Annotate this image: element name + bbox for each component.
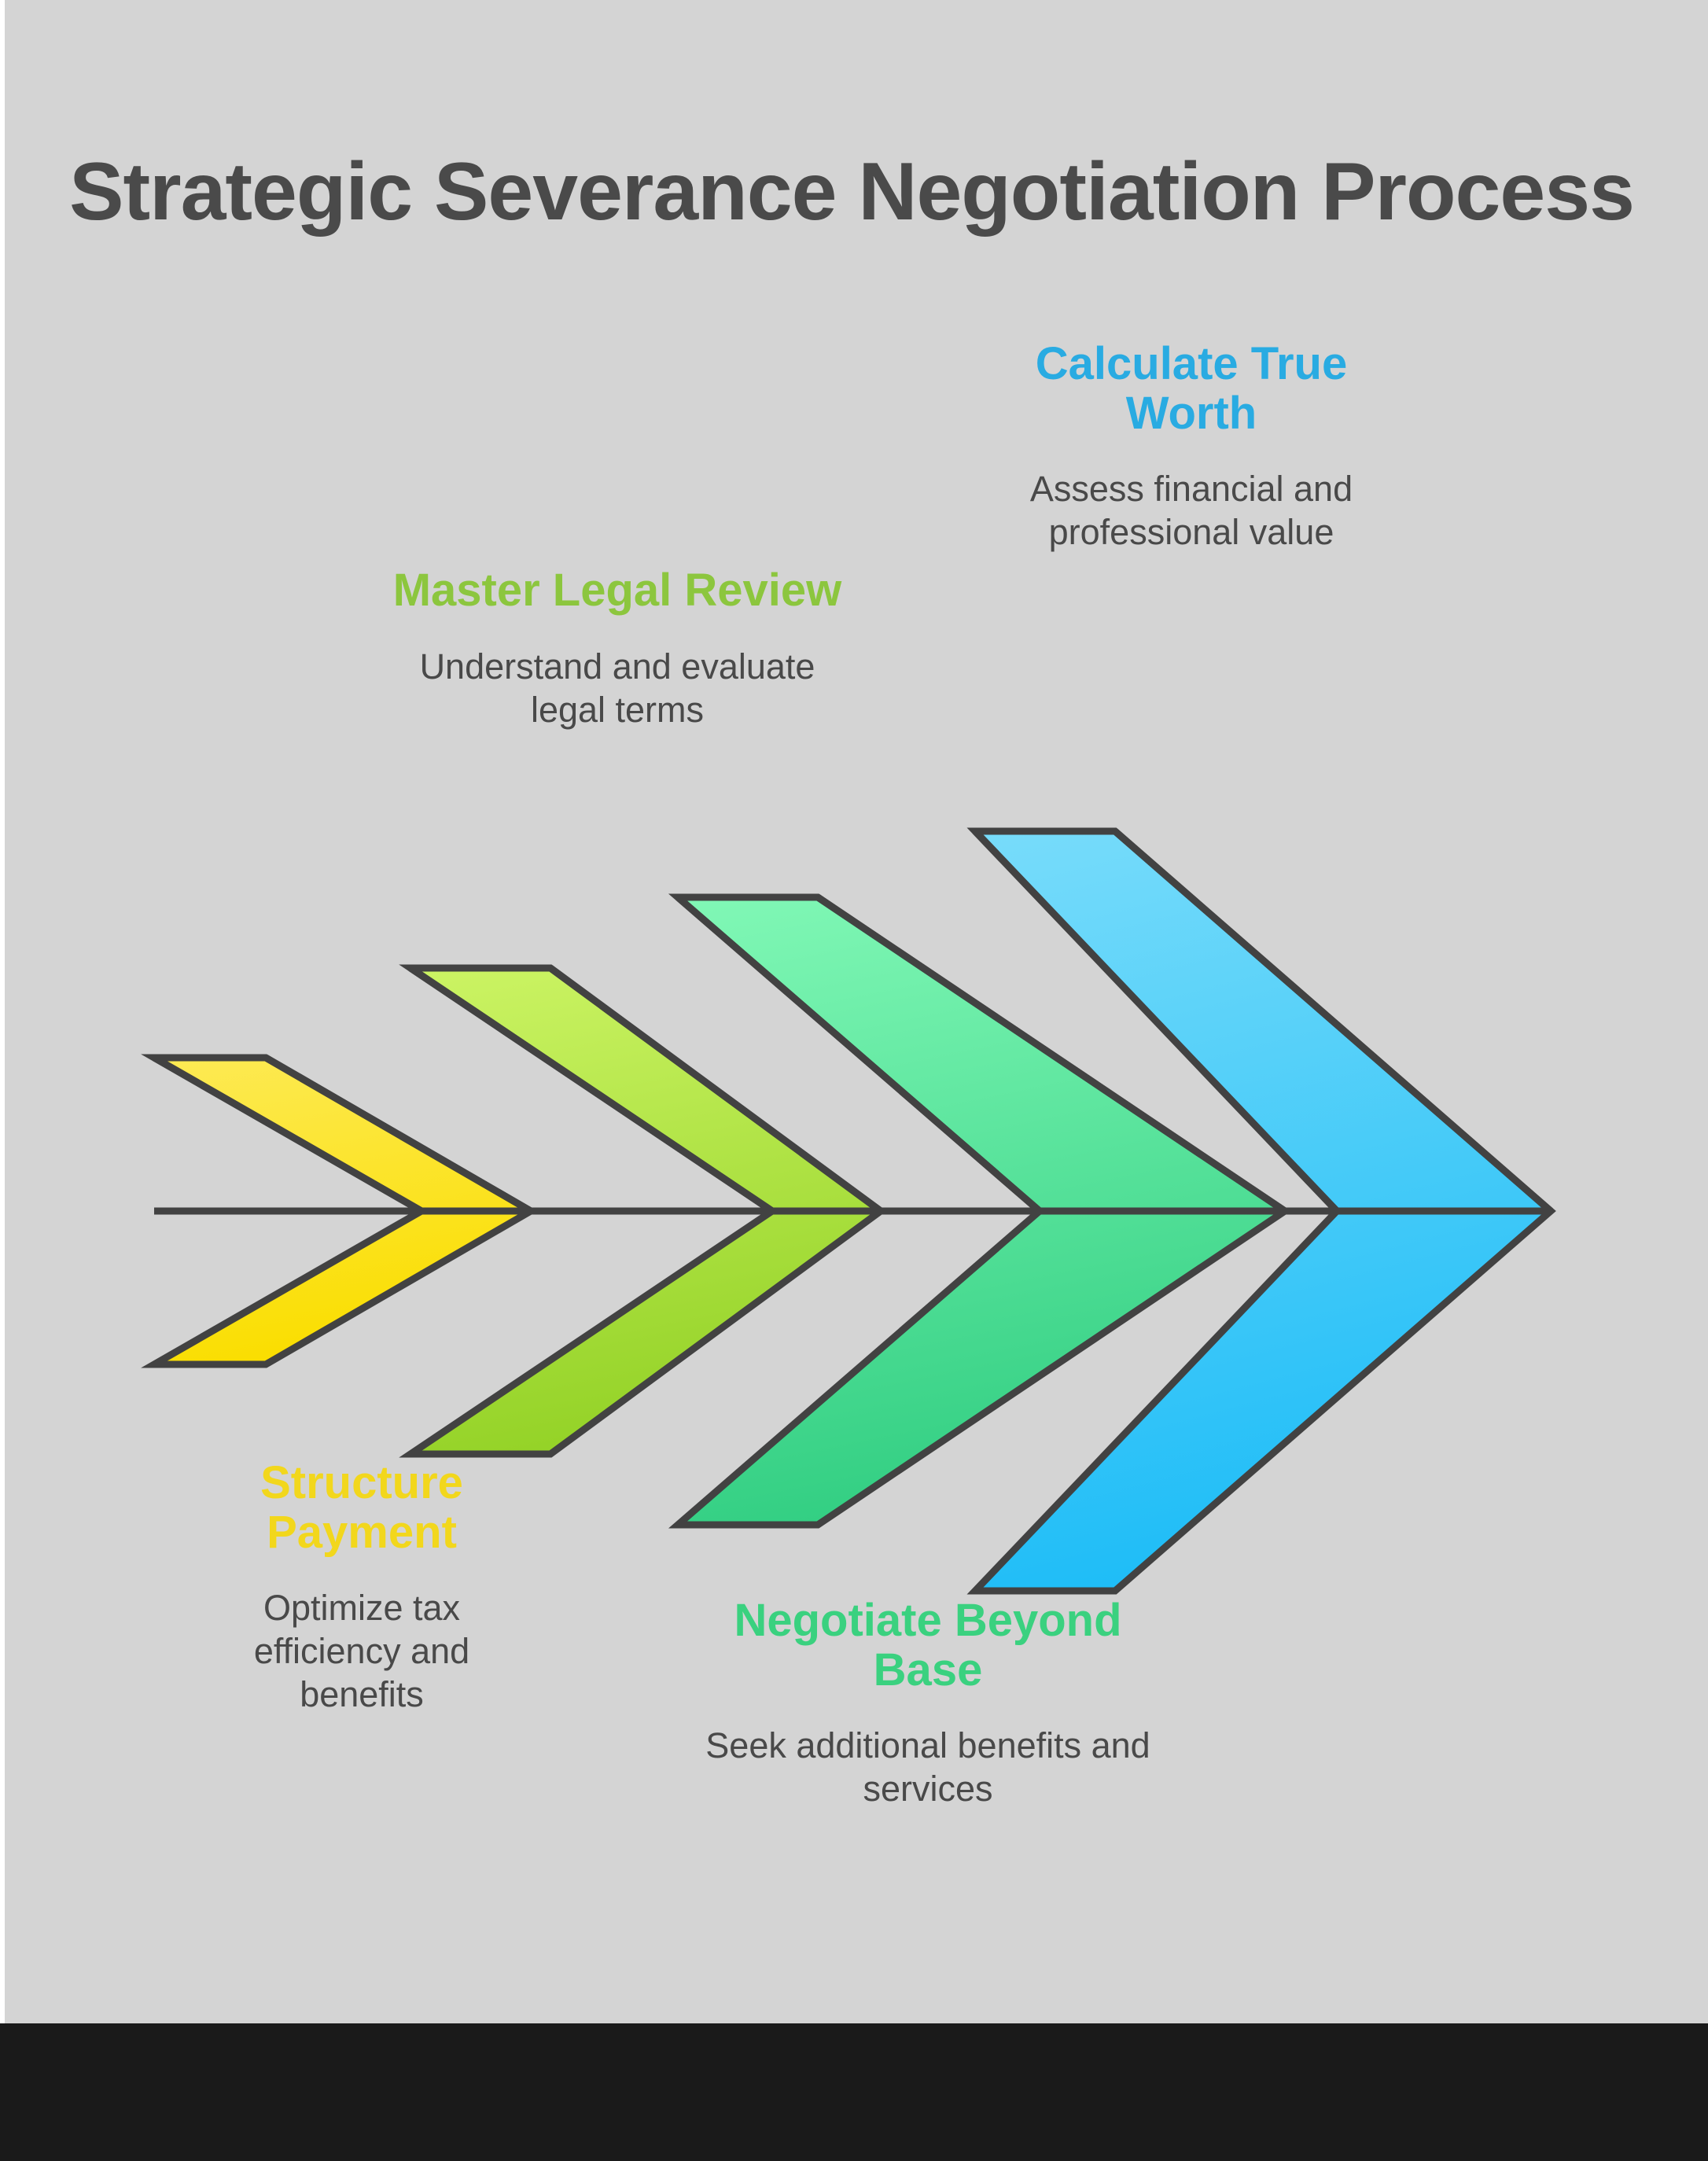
- step-label-calculate-true-worth: Calculate True Worth Assess financial an…: [971, 338, 1412, 554]
- step-description-calculate-true-worth: Assess financial and professional value: [1029, 469, 1353, 553]
- page-title: Strategic Severance Negotiation Process: [69, 146, 1635, 237]
- footer-band: [0, 2023, 1708, 2161]
- step-heading-negotiate-beyond-base: Negotiate Beyond Base: [734, 1595, 1122, 1695]
- step-label-master-legal-review: Master Legal Review Understand and evalu…: [389, 565, 845, 731]
- step-label-structure-payment: Structure Payment Optimize tax efficienc…: [197, 1457, 527, 1717]
- step-heading-structure-payment: Structure Payment: [260, 1457, 463, 1558]
- step-heading-calculate-true-worth: Calculate True Worth: [1035, 338, 1348, 439]
- step-label-negotiate-beyond-base: Negotiate Beyond Base Seek additional be…: [700, 1596, 1156, 1811]
- step-heading-master-legal-review: Master Legal Review: [392, 565, 842, 616]
- step-description-master-legal-review: Understand and evaluate legal terms: [419, 646, 815, 730]
- step-description-negotiate-beyond-base: Seek additional benefits and services: [705, 1725, 1150, 1809]
- step-description-structure-payment: Optimize tax efficiency and benefits: [253, 1588, 470, 1715]
